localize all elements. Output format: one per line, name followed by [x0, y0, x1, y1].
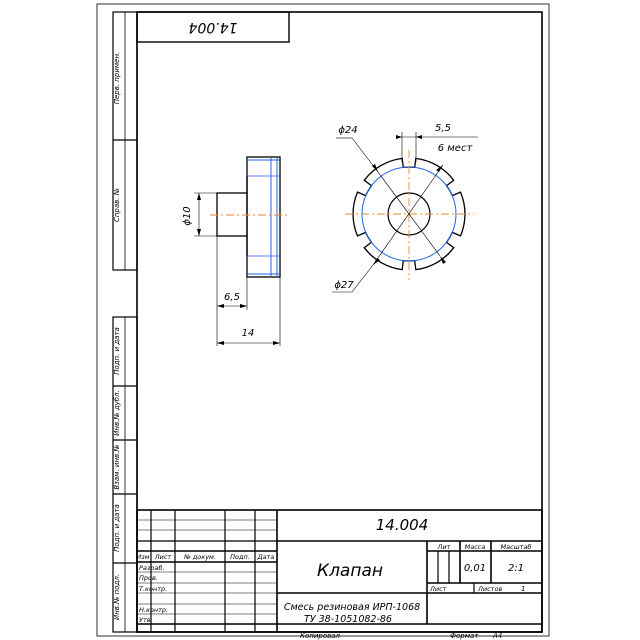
rotated-drawing-number: 14.004 — [189, 19, 238, 35]
inv-dubl-label: Инв.№ дубл. — [113, 390, 121, 436]
front-view: ϕ24 ϕ27 5,5 6 мест — [332, 123, 478, 293]
row-razrab: Разраб. — [139, 564, 165, 572]
list-label: Лист — [429, 585, 447, 593]
sheet-inner-frame — [136, 11, 543, 633]
vzam-inv-label: Взам. инв.№ — [113, 444, 121, 489]
drawing-number: 14.004 — [376, 516, 429, 534]
podp-data-label-1: Подп. и дата — [113, 327, 121, 375]
col-izm: Изм — [136, 553, 149, 561]
lit-label: Лит — [437, 543, 451, 551]
dim-l14: 14 — [242, 328, 255, 339]
side-strip-upper: Перв. примен. Справ. № — [112, 11, 138, 271]
dim-l65: 6,5 — [224, 292, 240, 303]
title-block: Изм Лист № докум. Подп. Дата Разраб. Про… — [136, 509, 543, 633]
col-doc: № докум. — [183, 553, 216, 561]
massa-value: 0,01 — [464, 563, 486, 574]
dim-d10: ϕ10 — [182, 206, 193, 225]
sprav-no-label: Справ. № — [113, 188, 121, 222]
masshtab-label: Масштаб — [501, 543, 532, 551]
side-strip-lower: Подп. и дата Инв.№ дубл. Взам. инв.№ Под… — [112, 316, 138, 633]
col-data: Дата — [257, 553, 275, 561]
dim-d24: ϕ24 — [338, 125, 357, 136]
row-utv: Утв. — [139, 616, 153, 624]
dim-d27: ϕ27 — [334, 280, 354, 291]
copied-label: Копировал — [300, 632, 341, 640]
material-line-1: Смесь резиновая ИРП-1068 — [284, 602, 420, 613]
material-line-2: ТУ 38-1051082-86 — [304, 614, 392, 625]
part-name: Клапан — [317, 561, 383, 581]
outer-notched-profile — [352, 157, 466, 271]
col-podp: Подп. — [230, 553, 250, 561]
dim-w55: 5,5 — [435, 123, 451, 134]
row-tkontr: Т.контр. — [139, 585, 167, 593]
hub-outline — [216, 192, 248, 237]
format-value: А4 — [492, 632, 502, 640]
row-nkontr: Н.контр. — [139, 606, 168, 614]
listov-value: 1 — [521, 585, 525, 593]
flange-outline — [246, 156, 281, 278]
masshtab-value: 2:1 — [508, 563, 524, 574]
perv-primen-label: Перв. примен. — [113, 52, 121, 105]
podp-data-label-2: Подп. и дата — [113, 504, 121, 552]
listov-label: Листов — [477, 585, 502, 593]
massa-label: Масса — [465, 543, 486, 551]
sheet-outer-frame — [96, 3, 550, 637]
dim-six-places: 6 мест — [438, 143, 474, 154]
side-view: ϕ10 6,5 14 — [182, 156, 290, 346]
inv-podl-label: Инв.№ подл. — [113, 574, 121, 620]
row-prov: Пров. — [139, 574, 158, 582]
format-label: Формат — [450, 632, 479, 640]
col-list: Лист — [154, 553, 172, 561]
